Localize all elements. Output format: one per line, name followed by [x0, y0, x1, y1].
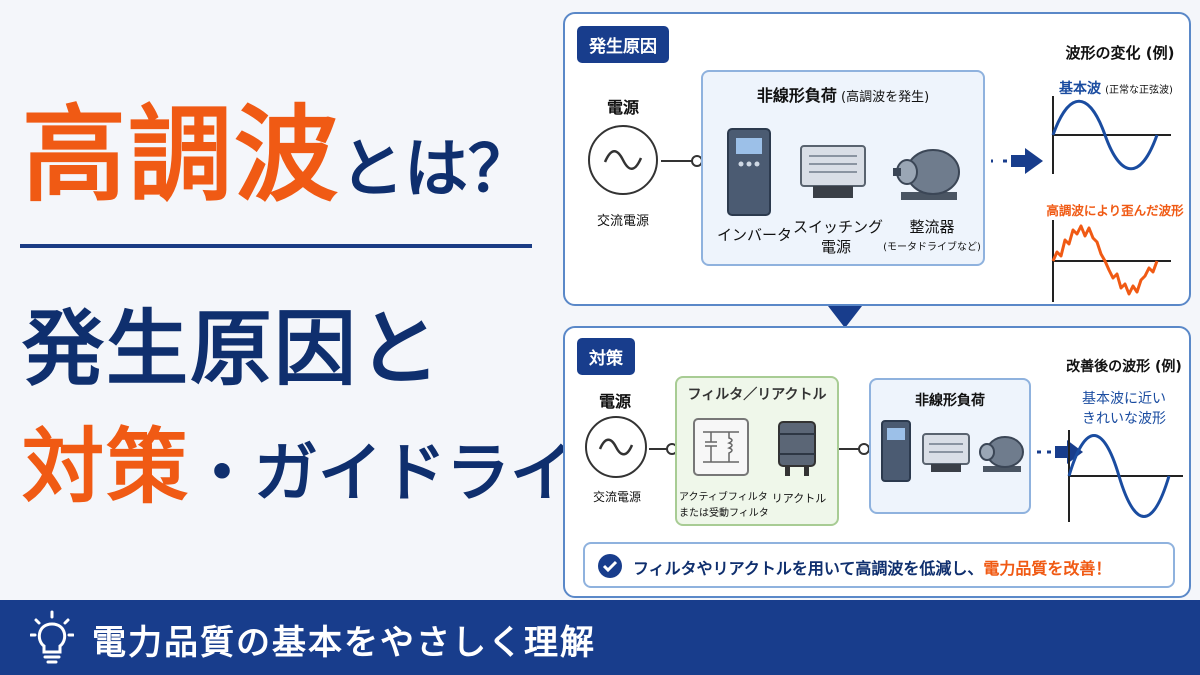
title-line-2: 発生原因と [22, 302, 443, 397]
filter-label-1: アクティブフィルタ [679, 492, 768, 503]
cause-wave-header: 波形の変化 (例) [1065, 44, 1175, 62]
fix-power-supply-icon [922, 433, 970, 472]
fundamental-wave-heading: 基本波 (正常な正弦波) [1059, 81, 1173, 97]
fix-source-label: 交流電源 [592, 490, 641, 504]
summary-text: フィルタやリアクトルを用いて高調波を低減し、電力品質を改善！ [633, 559, 1112, 578]
motor-rectifier-icon [893, 149, 960, 200]
filter-box-title: フィルタ／リアクトル [687, 387, 827, 403]
bottom-banner: 電力品質の基本をやさしく理解 [0, 600, 1200, 675]
title-what-is: とは？ [340, 133, 533, 207]
cause-panel: 発生原因 電源 交流電源 非線形負荷 (高調波を発生) [563, 12, 1191, 306]
reactor-icon [778, 421, 816, 476]
fix-load-box-title: 非線形負荷 [915, 393, 985, 409]
filter-label-2: または受動フィルタ [679, 508, 769, 519]
down-arrow-icon [828, 306, 862, 328]
nonlinear-load-box: 非線形負荷 (高調波を発生) インバータ スイッチング 電源 整流器 (モータド… [701, 70, 985, 266]
fix-wave-label-2: きれいな波形 [1082, 411, 1166, 427]
cause-arrow-icon [991, 148, 1043, 174]
device-inverter-label: インバータ [717, 226, 793, 244]
title-line-1: 高調波とは？ [22, 70, 532, 221]
inverter-icon [727, 128, 771, 216]
fix-motor-icon [979, 436, 1024, 472]
title-countermeasure: 対策 [22, 420, 191, 515]
check-circle-icon [598, 554, 622, 578]
cause-wire [661, 155, 703, 167]
summary-box: フィルタやリアクトルを用いて高調波を低減し、電力品質を改善！ [583, 542, 1175, 588]
device-rectifier-sub: (モータドライブなど) [883, 242, 981, 253]
fix-ac-source-icon [585, 416, 647, 478]
load-box-heading: 非線形負荷 (高調波を発生) [756, 86, 930, 105]
filter-reactor-box: フィルタ／リアクトル アクティブフィルタ または受動フィルタ リアクトル [675, 376, 839, 526]
fix-arrow-icon [1037, 440, 1083, 464]
fix-inverter-icon [881, 420, 911, 482]
sine-wave-chart [1051, 96, 1171, 174]
fix-wire-2 [839, 443, 870, 455]
fix-nonlinear-load-box: 非線形負荷 [869, 378, 1031, 514]
device-switching-label: スイッチング [793, 218, 884, 236]
distorted-wave-heading: 高調波により歪んだ波形 [1046, 203, 1184, 218]
distorted-wave-chart [1051, 220, 1171, 302]
device-rectifier-label: 整流器 [909, 218, 955, 236]
countermeasure-panel: 対策 電源 交流電源 フィルタ／リアクトル アクティブフィルタ または受動フィル… [563, 326, 1191, 598]
fix-tag: 対策 [577, 338, 635, 375]
filter-circuit-icon [693, 418, 749, 476]
fix-wave-label-1: 基本波に近い [1082, 391, 1166, 407]
fix-source-title: 電源 [598, 392, 631, 411]
fix-wave-header: 改善後の波形 (例) [1066, 359, 1182, 375]
banner-text: 電力品質の基本をやさしく理解 [92, 623, 596, 663]
device-switching-sub: 電源 [820, 238, 851, 256]
title-line-3: 対策・ガイドライン [22, 400, 638, 519]
lightbulb-icon [30, 610, 74, 664]
ac-source-icon [588, 125, 658, 195]
reactor-label: リアクトル [771, 492, 827, 505]
title-divider [20, 244, 532, 248]
switching-power-supply-icon [800, 145, 866, 198]
cause-tag: 発生原因 [577, 26, 669, 63]
cause-source-label: 交流電源 [596, 214, 649, 229]
improved-wave-chart [1067, 430, 1183, 522]
title-harmonics: 高調波 [22, 94, 341, 216]
cause-source-title: 電源 [606, 98, 639, 117]
